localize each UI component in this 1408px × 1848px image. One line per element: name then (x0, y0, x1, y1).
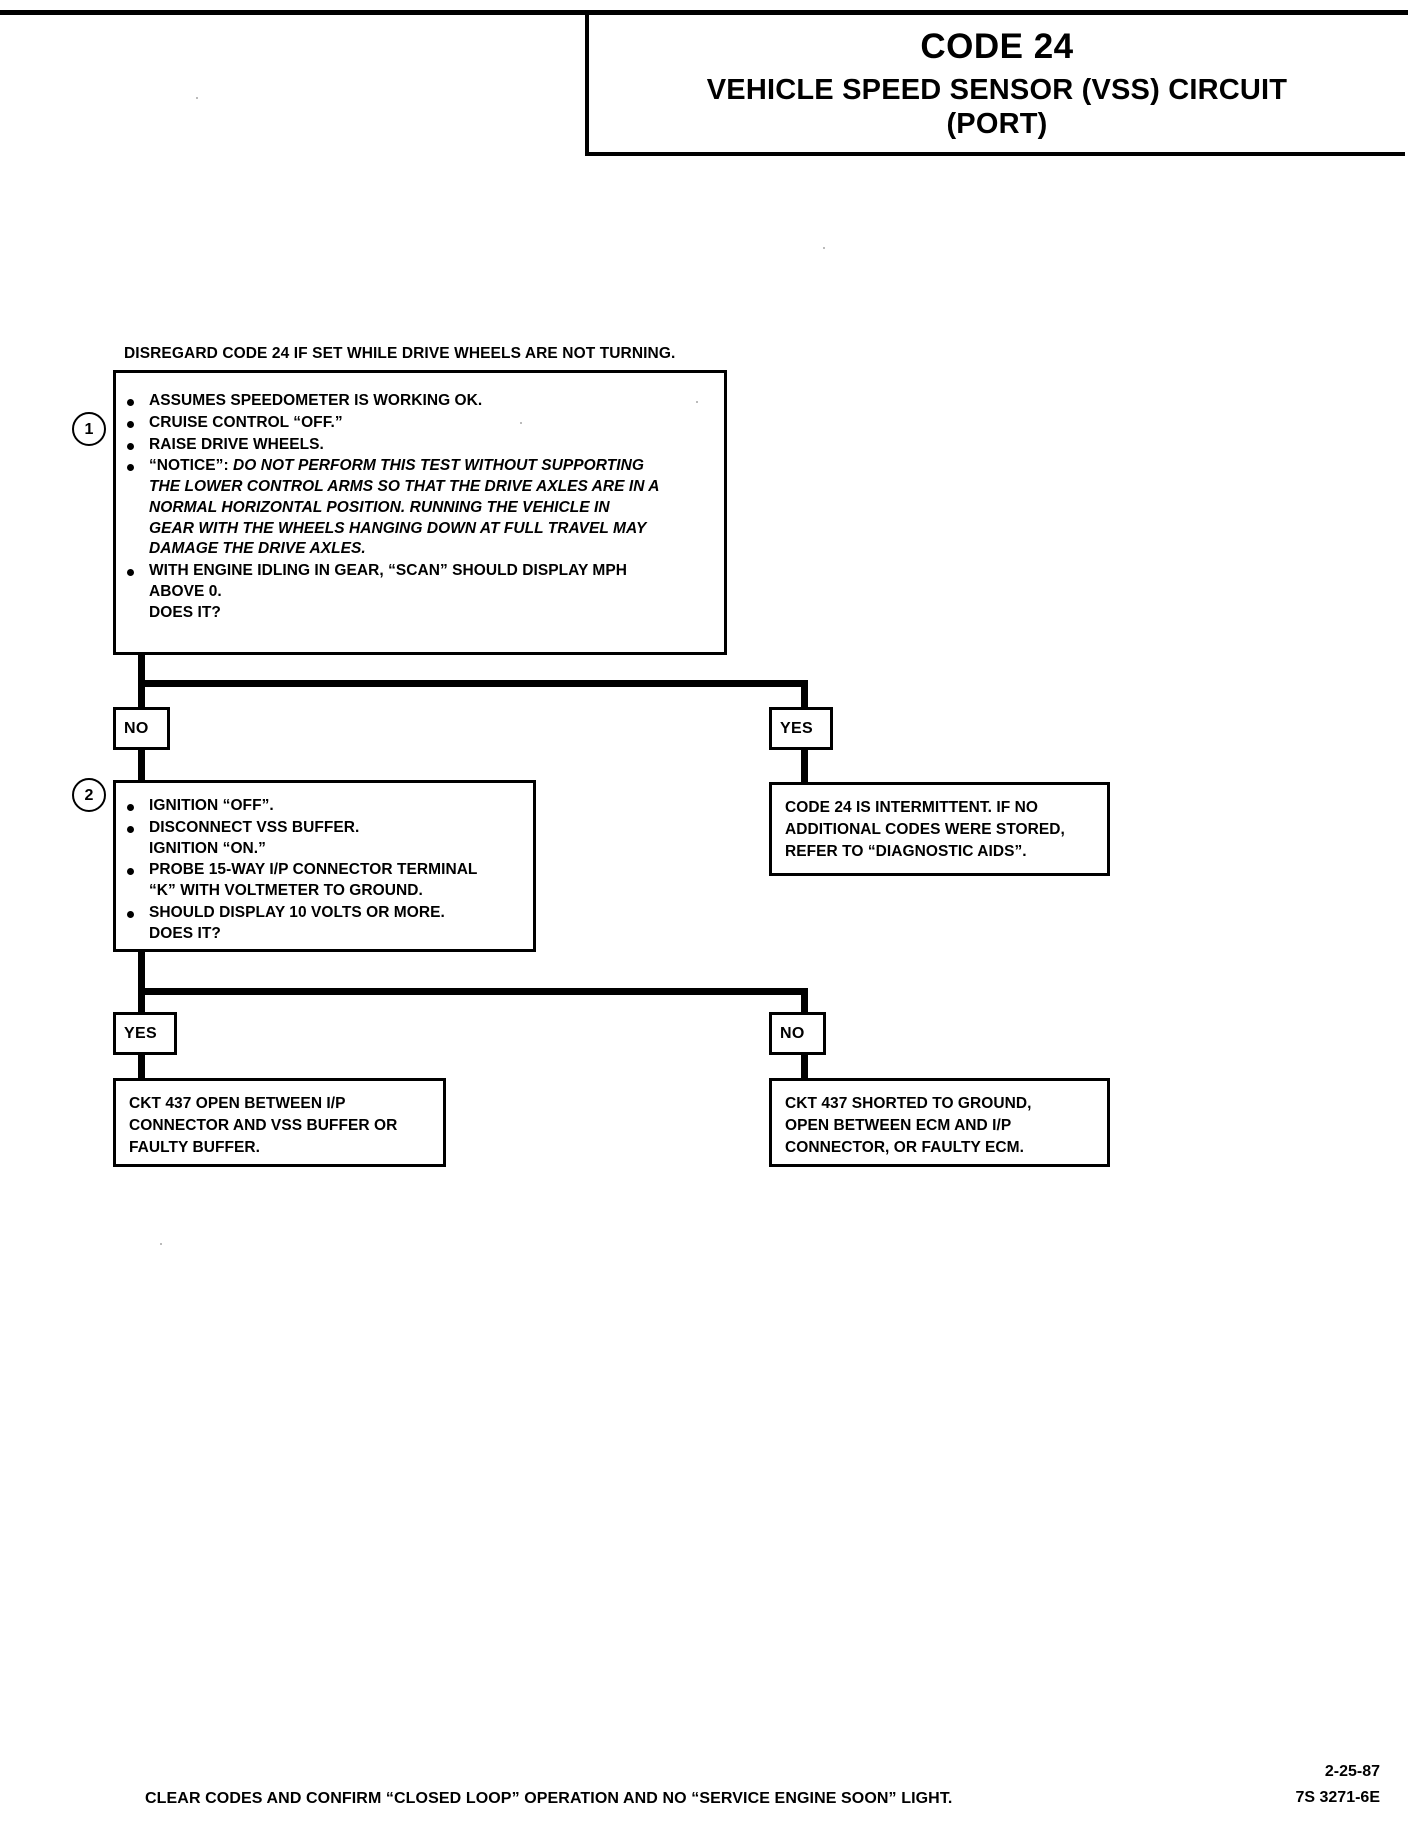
scan-speck (520, 422, 522, 424)
step-2-question: DOES IT? (149, 924, 221, 942)
notice-text-line-5: DAMAGE THE DRIVE AXLES. (149, 540, 366, 558)
footer-part-number: 7S 3271-6E (1295, 1789, 1380, 1806)
connector-no-to-step2 (138, 748, 145, 782)
step-number-2: 2 (72, 778, 106, 812)
result-intermittent-line-1: CODE 24 IS INTERMITTENT. IF NO (785, 799, 1038, 816)
step-1-bullet-1: ASSUMES SPEEDOMETER IS WORKING OK. (118, 391, 714, 412)
step-2-bullet-4: SHOULD DISPLAY 10 VOLTS OR MORE. DOES IT… (118, 903, 523, 945)
result-box-intermittent: CODE 24 IS INTERMITTENT. IF NO ADDITIONA… (769, 782, 1110, 876)
step-2-bullet-3-text: PROBE 15-WAY I/P CONNECTOR TERMINAL (149, 861, 478, 879)
connector-step1-no-stub (138, 680, 145, 709)
title-block: CODE 24 VEHICLE SPEED SENSOR (VSS) CIRCU… (585, 13, 1405, 156)
disregard-note: DISREGARD CODE 24 IF SET WHILE DRIVE WHE… (124, 345, 676, 362)
connector-step2-horizontal (138, 988, 808, 995)
branch-label-step1-no[interactable]: NO (113, 707, 170, 750)
connector-step2-yes-stub (138, 988, 145, 1013)
step-2-bullet-1-text: IGNITION “OFF”. (149, 797, 274, 814)
result-intermittent-line-3: REFER TO “DIAGNOSTIC AIDS”. (785, 843, 1027, 860)
page-title-main: VEHICLE SPEED SENSOR (VSS) CIRCUIT (706, 74, 1288, 107)
branch-label-step1-yes[interactable]: YES (769, 707, 833, 750)
step-1-bullet-4-notice: “NOTICE”: DO NOT PERFORM THIS TEST WITHO… (118, 456, 714, 560)
connector-step2-no-to-result (801, 1053, 808, 1081)
connector-yes-to-intermittent (801, 748, 808, 782)
connector-step1-horizontal (138, 680, 808, 687)
step-1-bullet-5: WITH ENGINE IDLING IN GEAR, “SCAN” SHOUL… (118, 561, 714, 623)
notice-text-line-2: THE LOWER CONTROL ARMS SO THAT THE DRIVE… (149, 478, 660, 496)
step-2-bullet-list: IGNITION “OFF”. DISCONNECT VSS BUFFER. I… (116, 783, 533, 944)
step-2-bullet-2-line-2: IGNITION “ON.” (149, 839, 266, 857)
result-box-ckt437-shorted: CKT 437 SHORTED TO GROUND, OPEN BETWEEN … (769, 1078, 1110, 1167)
connector-step2-no-stub (801, 988, 808, 1013)
step-2-box: IGNITION “OFF”. DISCONNECT VSS BUFFER. I… (113, 780, 536, 952)
step-2-bullet-1: IGNITION “OFF”. (118, 796, 523, 817)
result-shorted-line-1: CKT 437 SHORTED TO GROUND, (785, 1095, 1032, 1112)
step-2-bullet-2: DISCONNECT VSS BUFFER. IGNITION “ON.” (118, 818, 523, 860)
result-open-line-1: CKT 437 OPEN BETWEEN I/P (129, 1095, 346, 1112)
scan-speck (696, 401, 698, 403)
page-title-code: CODE 24 (920, 27, 1074, 66)
step-1-bullet-5-text: WITH ENGINE IDLING IN GEAR, “SCAN” SHOUL… (149, 562, 628, 580)
step-2-bullet-3: PROBE 15-WAY I/P CONNECTOR TERMINAL “K” … (118, 860, 523, 902)
scan-speck (823, 247, 825, 249)
step-2-bullet-2-text: DISCONNECT VSS BUFFER. (149, 818, 360, 836)
connector-step2-yes-to-result (138, 1053, 145, 1081)
result-shorted-line-2: OPEN BETWEEN ECM AND I/P (785, 1117, 1012, 1134)
step-1-bullet-2-text: CRUISE CONTROL “OFF.” (149, 413, 343, 431)
scan-speck (196, 97, 198, 99)
connector-step1-down (138, 655, 145, 687)
footer-instruction: CLEAR CODES AND CONFIRM “CLOSED LOOP” OP… (145, 1790, 953, 1807)
notice-text-line-4: GEAR WITH THE WHEELS HANGING DOWN AT FUL… (149, 519, 647, 537)
page-title-subtitle: (PORT) (946, 108, 1048, 141)
result-open-line-3: FAULTY BUFFER. (129, 1139, 261, 1156)
connector-step2-down (138, 952, 145, 994)
step-1-bullet-1-text: ASSUMES SPEEDOMETER IS WORKING OK. (149, 392, 483, 409)
step-1-bullet-2: CRUISE CONTROL “OFF.” (118, 413, 714, 434)
step-1-bullet-5-line-2: ABOVE 0. (149, 582, 222, 600)
branch-label-step2-no[interactable]: NO (769, 1012, 826, 1055)
result-shorted-line-3: CONNECTOR, OR FAULTY ECM. (785, 1139, 1024, 1156)
step-1-box: ASSUMES SPEEDOMETER IS WORKING OK. CRUIS… (113, 370, 727, 655)
page-top-rule (0, 10, 1408, 15)
step-1-bullet-3-text: RAISE DRIVE WHEELS. (149, 435, 324, 453)
notice-text-line-3: NORMAL HORIZONTAL POSITION. RUNNING THE … (149, 498, 610, 516)
notice-text-line-1: DO NOT PERFORM THIS TEST WITHOUT SUPPORT… (233, 457, 644, 475)
step-1-question: DOES IT? (149, 603, 221, 621)
step-2-bullet-3-line-2: “K” WITH VOLTMETER TO GROUND. (149, 882, 423, 900)
connector-step1-yes-stub (801, 680, 808, 709)
branch-label-step2-yes[interactable]: YES (113, 1012, 177, 1055)
scan-speck (160, 1243, 162, 1245)
notice-lead: “NOTICE”: (149, 457, 229, 475)
result-box-ckt437-open: CKT 437 OPEN BETWEEN I/P CONNECTOR AND V… (113, 1078, 446, 1167)
result-intermittent-line-2: ADDITIONAL CODES WERE STORED, (785, 821, 1065, 838)
step-1-bullet-3: RAISE DRIVE WHEELS. (118, 435, 714, 456)
step-number-1: 1 (72, 412, 106, 446)
step-1-bullet-list: ASSUMES SPEEDOMETER IS WORKING OK. CRUIS… (116, 373, 724, 623)
step-2-bullet-4-text: SHOULD DISPLAY 10 VOLTS OR MORE. (149, 903, 445, 921)
result-open-line-2: CONNECTOR AND VSS BUFFER OR (129, 1117, 398, 1134)
footer-date: 2-25-87 (1324, 1763, 1380, 1780)
